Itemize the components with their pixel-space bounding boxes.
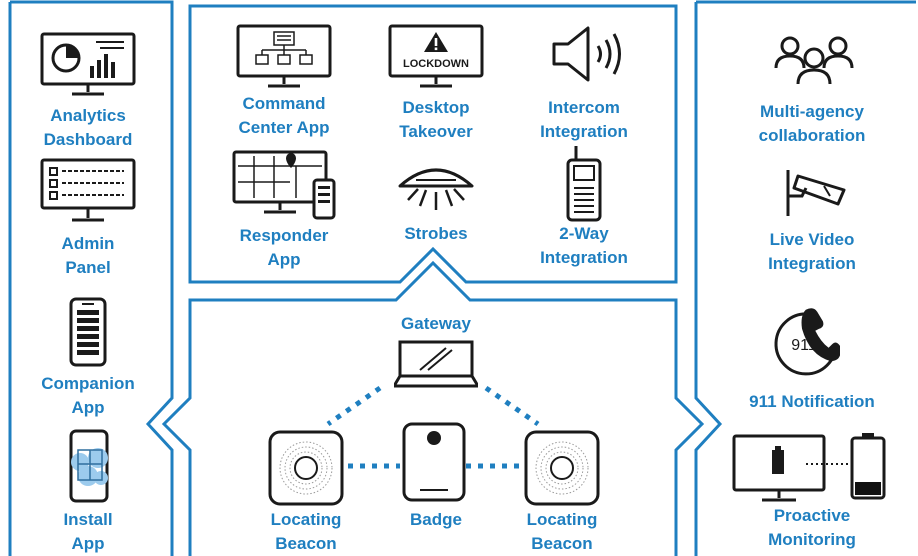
- badge-icon: [402, 422, 466, 502]
- beacon-icon: [268, 430, 344, 506]
- signal-dots: [326, 385, 540, 469]
- speaker-icon: [552, 26, 621, 82]
- phone-911-icon: 911: [774, 308, 840, 376]
- lockdown-monitor-icon: LOCKDOWN: [388, 24, 484, 88]
- phone-map-icon: [69, 429, 109, 503]
- 911-text: 911: [791, 337, 817, 354]
- security-camera-icon: [786, 170, 846, 216]
- bottom-panel-frame: [161, 260, 705, 556]
- strobes-label: Strobes: [404, 224, 468, 243]
- analytics-monitor-icon: [40, 32, 136, 96]
- radio-icon: [566, 146, 602, 222]
- people-group-icon: [774, 36, 854, 85]
- battery-monitor-icon: [732, 433, 886, 502]
- strobe-icon: [398, 168, 474, 210]
- admin-checklist-monitor-icon: [40, 158, 136, 222]
- notification-911-label: 911 Notification: [749, 392, 875, 411]
- floorplan-monitor-icon: [236, 24, 332, 88]
- top-panel-frame: [188, 4, 678, 284]
- phone-keypad-icon: [69, 297, 107, 367]
- gateway-label: Gateway: [401, 314, 471, 333]
- gateway-icon: [394, 340, 478, 388]
- beacon-icon: [524, 430, 600, 506]
- left-panel-frame: [8, 0, 174, 556]
- lockdown-screen-text: LOCKDOWN: [403, 58, 469, 70]
- map-monitor-icon: [232, 150, 336, 220]
- right-panel-frame: [694, 0, 916, 556]
- badge-label: Badge: [410, 510, 462, 529]
